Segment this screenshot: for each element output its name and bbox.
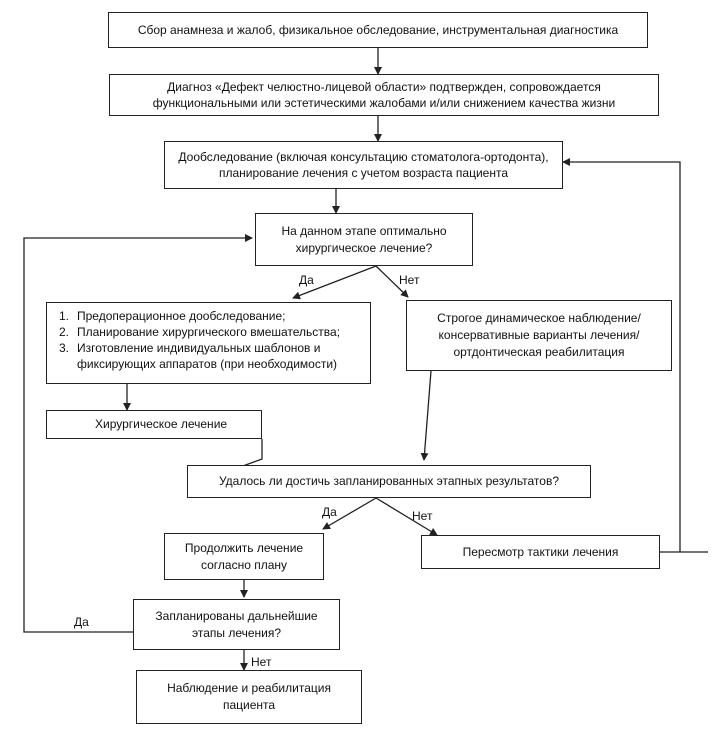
no-label-further: Нет [251,655,272,669]
yes-label-results: Да [322,505,337,519]
additional-exam-text: Дообследование (включая консультацию сто… [178,150,549,180]
conservative-box: Строгое динамическое наблюдение/ консерв… [406,300,672,371]
surgery-question-box: На данном этапе оптимально хирургическое… [255,213,473,266]
revise-tactics-text: Пересмотр тактики лечения [462,544,619,559]
surgery-question-text: На данном этапе оптимально хирургическое… [281,223,447,255]
arrow-results-to-no [375,497,438,536]
diagnosis-box: Диагноз «Дефект челюстно-лицевой области… [109,74,659,116]
preop-step-1: 1.Предоперационное дообследование; [59,309,286,323]
further-stages-text: Запланированы дальнейшие этапы лечения? [155,608,318,640]
history-text: Сбор анамнеза и жалоб, физикальное обсле… [137,22,619,37]
history-box: Сбор анамнеза и жалоб, физикальное обсле… [108,12,648,48]
results-question-text: Удалось ли достичь запланированных этапн… [218,474,559,488]
yes-label-further: Да [74,615,89,629]
no-label-surgery: Нет [399,273,420,287]
further-stages-box: Запланированы дальнейшие этапы лечения? [133,599,340,650]
surgical-treatment-box: Хирургическое лечение [46,410,262,439]
conservative-text: Строгое динамическое наблюдение/ консерв… [437,311,641,359]
diagnosis-text: Диагноз «Дефект челюстно-лицевой области… [152,80,616,110]
revise-tactics-box: Пересмотр тактики лечения [421,535,660,569]
preop-step-2: 2.Планирование хирургического вмешательс… [59,325,341,339]
surgical-treatment-text: Хирургическое лечение [95,417,228,431]
results-question-box: Удалось ли достичь запланированных этапн… [187,465,591,498]
loop-revise-to-exam [562,158,708,553]
yes-label-surgery: Да [299,273,314,287]
loop-further-to-question [23,234,253,633]
additional-exam-box: Дообследование (включая консультацию сто… [164,141,563,189]
preop-step-3: 3.Изготовление индивидуальных шаблонов и… [59,341,338,371]
arrow-question-to-no [375,265,409,298]
preop-steps-list: 1.Предоперационное дообследование; 2.Пла… [51,308,364,372]
observation-box: Наблюдение и реабилитация пациента [136,670,362,724]
continue-plan-text: Продолжить лечение согласно плану [184,540,304,572]
arrow-conservative-to-results [420,370,432,461]
arrow-results-to-yes [322,497,377,530]
observation-text: Наблюдение и реабилитация пациента [167,681,331,712]
continue-plan-box: Продолжить лечение согласно плану [164,533,324,580]
preop-steps-box: 1.Предоперационное дообследование; 2.Пла… [46,302,371,384]
arrow-question-to-yes [292,265,377,300]
no-label-results: Нет [412,509,433,523]
